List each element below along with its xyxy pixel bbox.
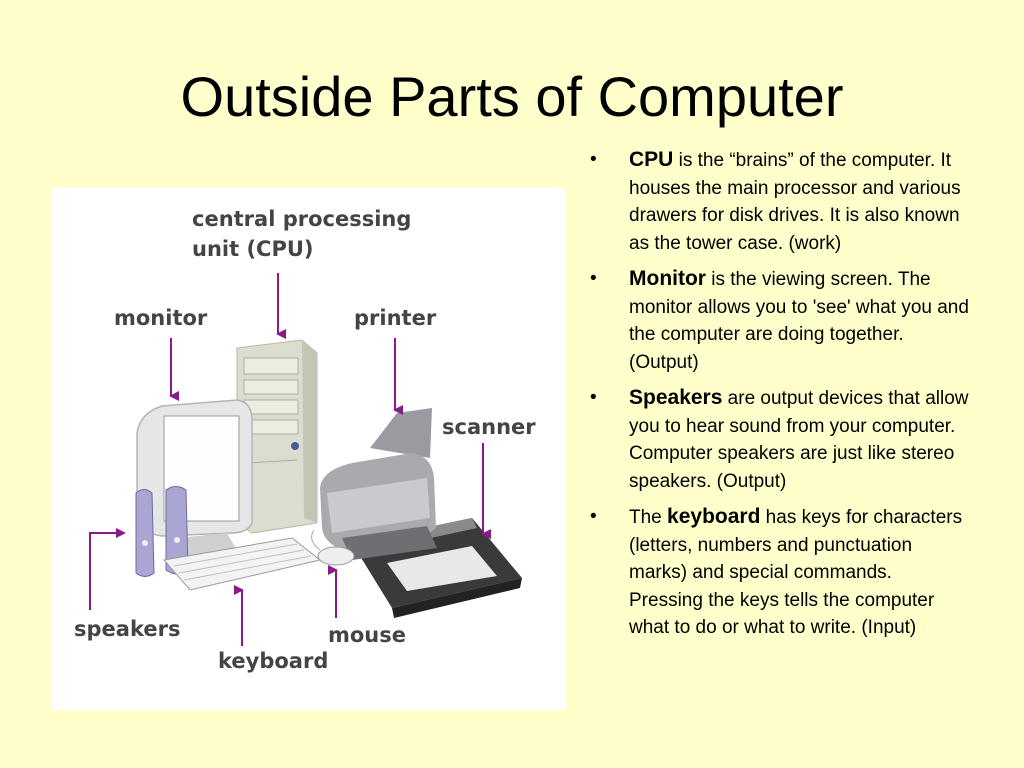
bullet-glyph: • [590, 387, 597, 408]
computer-parts-diagram: central processing unit (CPU) monitor pr… [52, 188, 565, 710]
bullet-list: • CPU is the “brains” of the computer. It… [590, 146, 970, 650]
bullet-text: has keys for characters (letters, number… [629, 507, 963, 638]
label-scanner: scanner [442, 415, 536, 439]
term-keyboard: keyboard [667, 505, 761, 528]
label-cpu-line2: unit (CPU) [192, 237, 314, 261]
bullet-cpu: • CPU is the “brains” of the computer. It… [590, 146, 970, 257]
cpu-tower-illustration [236, 339, 318, 534]
bullet-glyph: • [590, 268, 597, 289]
term-cpu: CPU [629, 148, 674, 171]
monitor-illustration [136, 399, 253, 558]
arrow-speakers [89, 528, 126, 610]
bullet-text: are output devices that allow you to hea… [629, 388, 969, 492]
keyboard-illustration [163, 537, 322, 591]
bullet-keyboard: • The keyboard has keys for characters (l… [590, 503, 970, 642]
term-speakers: Speakers [629, 386, 723, 409]
bullet-speakers: • Speakers are output devices that allow … [590, 384, 970, 495]
pointer-arrows [89, 273, 491, 646]
bullet-glyph: • [590, 149, 597, 170]
label-cpu-line1: central processing [192, 207, 411, 231]
label-speakers: speakers [74, 617, 180, 641]
printer-illustration [320, 408, 437, 560]
bullet-text: is the “brains” of the computer. It hous… [629, 150, 961, 254]
label-keyboard: keyboard [218, 649, 328, 673]
speakers-illustration [135, 486, 189, 577]
term-monitor: Monitor [629, 267, 706, 290]
bullet-monitor: • Monitor is the viewing screen. The moni… [590, 265, 970, 376]
bullet-text: is the viewing screen. The monitor allow… [629, 269, 969, 373]
bullet-pre: The [629, 507, 668, 528]
slide-title: Outside Parts of Computer [180, 65, 844, 128]
label-printer: printer [354, 306, 437, 330]
label-monitor: monitor [114, 306, 208, 330]
bullet-glyph: • [590, 506, 597, 527]
label-mouse: mouse [328, 623, 406, 647]
diagram-svg: central processing unit (CPU) monitor pr… [74, 207, 536, 673]
